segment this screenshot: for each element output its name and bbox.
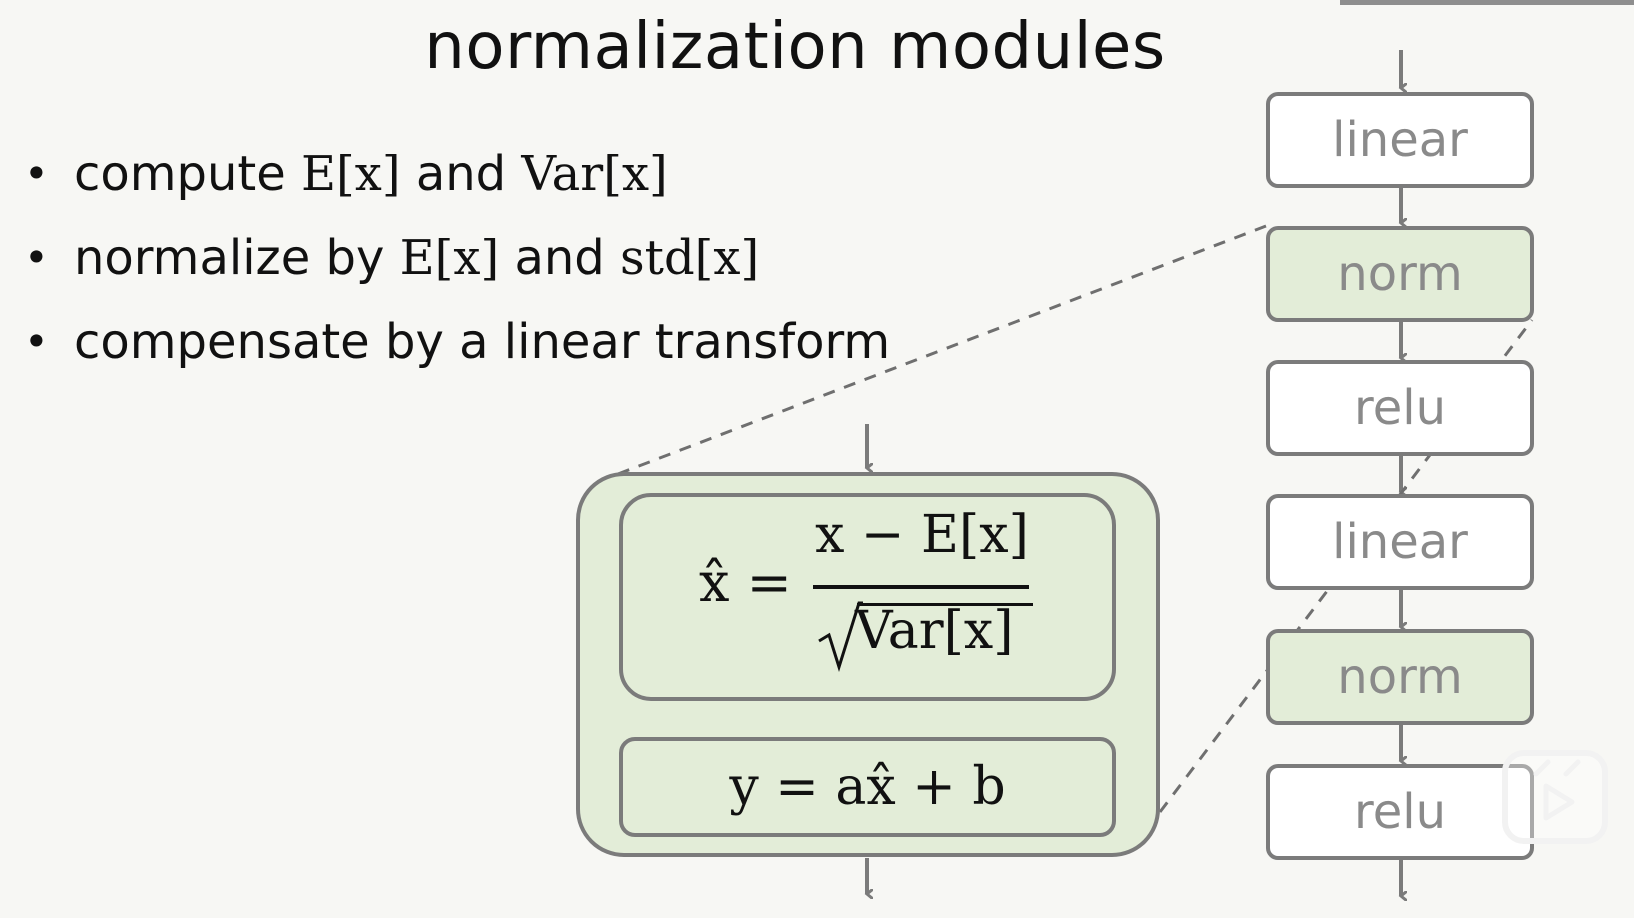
node-label: relu [1354,784,1446,840]
pipeline-node-relu: relu [1266,764,1534,860]
bullet-compute: • compute E[x] and Var[x] [18,132,890,216]
formula-numerator: x − E[x] [815,505,1029,565]
pipeline-node-norm: norm [1266,629,1534,725]
math-std: std[x] [620,230,760,286]
normalize-formula-box: x̂ = x − E[x] Var[x] [619,493,1116,701]
bullet-text: and [499,230,621,286]
slide-title: normalization modules [424,10,1166,84]
play-logo-icon [1502,750,1608,844]
pipeline-node-relu: relu [1266,360,1534,456]
bullet-dot: • [24,233,49,282]
bullet-text: compute [74,146,302,202]
bullet-list: • compute E[x] and Var[x] • normalize by… [18,132,890,384]
zoom-guide-line [617,224,1267,476]
radicand: Var[x] [855,601,1014,661]
play-icon [1533,759,1581,821]
top-edge-bar [1340,0,1634,5]
node-label: norm [1337,246,1463,302]
pipeline-node-linear: linear [1266,494,1534,590]
bullet-normalize: • normalize by E[x] and std[x] [18,216,890,300]
math-variance: Var[x] [521,146,668,202]
affine-transform-box: y = ax̂ + b [619,737,1116,837]
node-label: linear [1332,514,1468,570]
bullet-dot: • [24,317,49,366]
fraction-bar [813,585,1029,589]
bullet-text: normalize by [74,230,400,286]
normalize-formula: x̂ = x − E[x] Var[x] [623,497,1112,697]
math-expectation: E[x] [301,146,401,202]
pipeline-node-linear: linear [1266,92,1534,188]
affine-formula: y = ax̂ + b [729,757,1006,817]
bullet-dot: • [24,149,49,198]
node-label: norm [1337,649,1463,705]
pipeline-node-norm: norm [1266,226,1534,322]
formula-denominator: Var[x] [813,597,1035,673]
math-expectation: E[x] [399,230,500,286]
sqrt-bar [857,603,1033,606]
node-label: relu [1354,380,1446,436]
bullet-text: compensate by a linear transform [74,314,891,370]
bullet-text: and [400,146,522,202]
bullet-compensate: • compensate by a linear transform [18,300,890,384]
formula-lhs: x̂ = [699,551,792,614]
node-label: linear [1332,112,1468,168]
